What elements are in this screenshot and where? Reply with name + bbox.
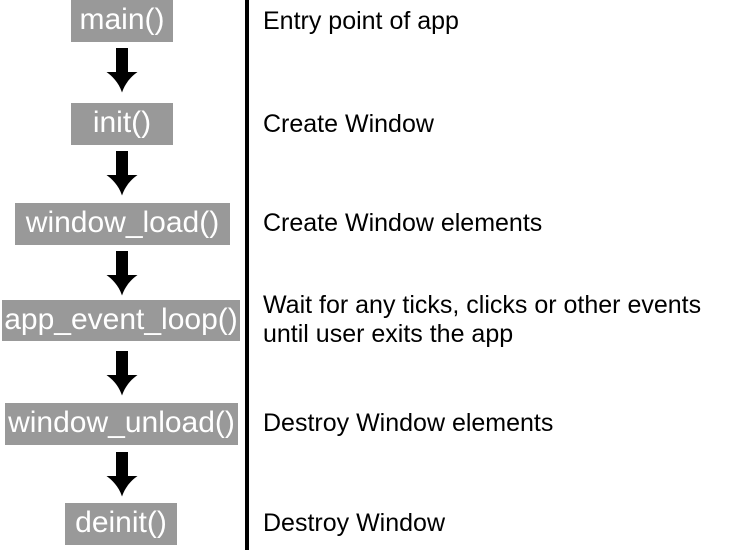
column-divider [245,0,249,550]
flow-box-init-label: init() [92,106,152,139]
arrow-down-icon-window-unload-to-deinit [106,452,138,497]
description-deinit: Destroy Window [263,509,445,537]
description-app-event-loop: Wait for any ticks, clicks or other even… [263,291,702,348]
flow-box-deinit[interactable]: deinit() [65,503,177,545]
description-main: Entry point of app [263,7,459,35]
description-window-load: Create Window elements [263,209,543,237]
flow-box-main[interactable]: main() [71,0,173,42]
arrow-down-icon-init-to-window-load [106,151,138,196]
arrow-down-icon-app-event-loop-to-window-unload [106,351,138,396]
flow-box-main-label: main() [79,3,165,36]
flow-box-deinit-label: deinit() [75,506,167,539]
flow-box-app-event-loop-label: app_event_loop() [4,302,238,336]
flow-box-window-unload-label: window_unload() [8,406,235,439]
arrow-down-icon-main-to-init [106,48,138,93]
flow-box-window-load-label: window_load() [25,206,220,239]
flow-box-app-event-loop[interactable]: app_event_loop() [2,300,240,341]
flow-box-init[interactable]: init() [71,103,173,145]
description-init: Create Window [263,110,434,138]
arrow-down-icon-window-load-to-app-event-loop [106,251,138,296]
description-window-unload: Destroy Window elements [263,409,554,437]
flow-box-window-unload[interactable]: window_unload() [5,403,238,445]
flow-box-window-load[interactable]: window_load() [15,203,230,245]
